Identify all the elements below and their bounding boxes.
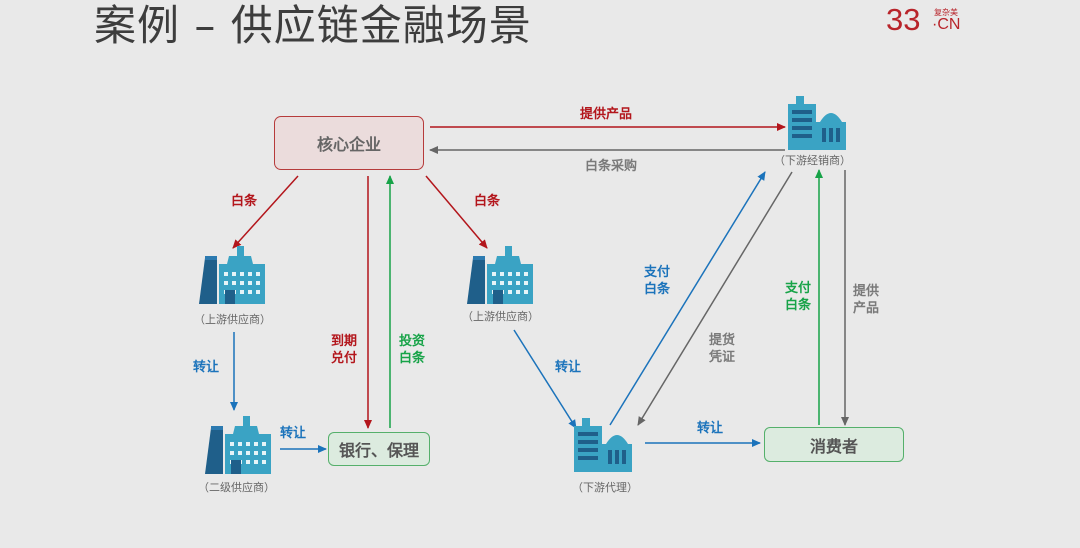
building-icon-agent: [574, 418, 632, 472]
label-white-mid: 白条: [474, 194, 501, 209]
factory-icon-upstream-left: [199, 246, 265, 304]
logo-number: 33: [886, 2, 921, 37]
page-title: 案例 – 供应链金融场景: [94, 1, 532, 50]
caption-upstream-mid: （上游供应商）: [462, 310, 539, 323]
bank-factoring-box: 银行、保理: [328, 432, 430, 466]
caption-secondary: （二级供应商）: [198, 481, 275, 494]
arrow-white-left: [232, 175, 299, 249]
label-provide-product: 提供产品: [580, 107, 633, 122]
factory-icon-secondary: [205, 416, 271, 474]
core-enterprise-box: 核心企业: [274, 116, 424, 170]
label-provide-product-right: 提供 产品: [853, 284, 880, 316]
brand-logo: 33 复杂美 ·CN: [886, 2, 976, 42]
label-pay-white-green: 支付 白条: [785, 281, 812, 313]
logo-small-text: 复杂美: [934, 8, 958, 17]
label-transfer-bank: 转让: [280, 426, 307, 441]
caption-downstream-dealer: （下游经销商）: [774, 154, 851, 167]
building-icon-dealer: [788, 96, 846, 150]
label-transfer-left: 转让: [193, 360, 220, 375]
factory-icon-upstream-mid: [467, 246, 533, 304]
label-pay-white-blue: 支付 白条: [644, 265, 671, 297]
caption-upstream-left: （上游供应商）: [194, 313, 271, 326]
arrow-pickup-voucher: [637, 171, 793, 426]
arrow-white-mid: [425, 175, 488, 249]
label-due-pay: 到期 兑付: [331, 334, 358, 366]
caption-downstream-agent: （下游代理）: [572, 481, 638, 494]
arrow-pay-white-blue: [609, 171, 766, 426]
label-white-purchase: 白条采购: [585, 159, 638, 174]
label-transfer-mid: 转让: [555, 360, 582, 375]
label-white-left: 白条: [231, 194, 258, 209]
label-transfer-agent: 转让: [697, 421, 724, 436]
logo-cn: ·CN: [932, 16, 961, 33]
label-invest-white: 投资 白条: [399, 334, 426, 366]
consumer-box: 消费者: [764, 427, 904, 462]
label-pickup-voucher: 提货 凭证: [709, 333, 736, 365]
arrow-transfer-mid: [513, 329, 577, 429]
